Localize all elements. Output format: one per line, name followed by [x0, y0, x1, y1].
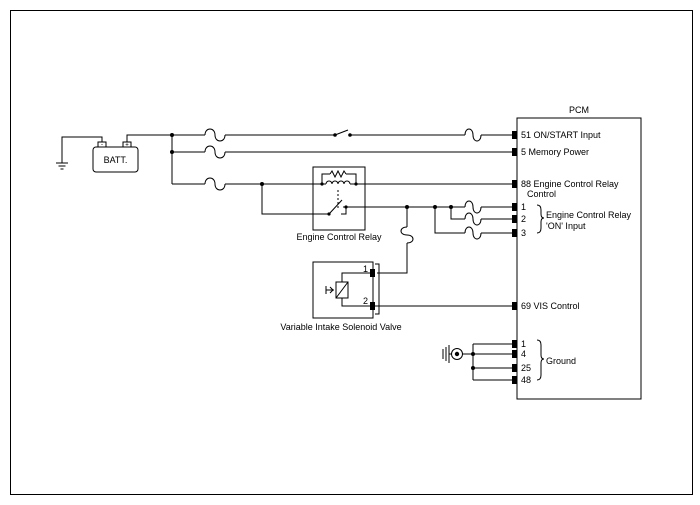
solenoid-valve-label: Variable Intake Solenoid Valve	[280, 322, 401, 332]
fuse-icon	[204, 145, 226, 159]
battery-label: BATT.	[104, 155, 128, 165]
solenoid-pin-1-label: 1	[363, 264, 368, 274]
ecr-on-brace	[536, 204, 545, 234]
solenoid-pin-2-label: 2	[363, 296, 368, 306]
engine-control-relay: Engine Control Relay	[296, 166, 382, 242]
ground-icon	[56, 162, 68, 170]
fuse-icon	[464, 212, 482, 226]
ground-circuit	[442, 340, 517, 384]
fuse-icon	[400, 226, 414, 244]
memory-power-circuit	[172, 145, 517, 159]
resistor-icon	[329, 169, 347, 179]
battery-ground-wire	[61, 136, 103, 163]
on-start-circuit	[172, 128, 517, 142]
fuse-icon	[204, 177, 226, 191]
chassis-ground-icon	[442, 345, 463, 363]
svg-text:+: +	[125, 143, 129, 149]
relay-output-circuit	[346, 200, 517, 274]
fuse-icon	[464, 200, 482, 214]
engine-control-relay-label: Engine Control Relay	[296, 232, 382, 242]
terminal-memory-power-label: 5 Memory Power	[521, 147, 589, 157]
relay-coil-icon	[325, 180, 351, 185]
fuse-icon	[464, 226, 482, 240]
pcm-title: PCM	[569, 105, 589, 115]
terminal-ecr-control-label-2: Control	[527, 189, 556, 199]
terminal-gnd-4-label: 4	[521, 349, 526, 359]
terminal-ecr-on-2-label: 2	[521, 214, 526, 224]
ecr-on-group-label: Engine Control Relay	[546, 210, 632, 220]
terminal-gnd-48-label: 48	[521, 375, 531, 385]
ecr-on-group-label-2: 'ON' Input	[546, 221, 586, 231]
svg-text:-: -	[101, 142, 103, 148]
terminal-on-start-label: 51 ON/START Input	[521, 130, 601, 140]
variable-intake-solenoid-valve: 1 2 Variable Intake Solenoid Valve	[280, 261, 402, 332]
switch-icon	[334, 129, 349, 136]
battery-positive-wire	[126, 134, 172, 142]
terminal-ecr-control-label: 88 Engine Control Relay	[521, 179, 619, 189]
terminal-gnd-25-label: 25	[521, 363, 531, 373]
terminal-ecr-on-1-label: 1	[521, 202, 526, 212]
terminal-gnd-1-label: 1	[521, 339, 526, 349]
ground-group-label: Ground	[546, 356, 576, 366]
terminal-ecr-on-3-label: 3	[521, 228, 526, 238]
diagram-frame	[10, 10, 693, 495]
terminal-vis-control-label: 69 VIS Control	[521, 301, 580, 311]
fuse-icon	[204, 128, 226, 142]
fuse-icon	[464, 128, 482, 142]
relay-feed-circuit	[172, 177, 329, 215]
switch-icon	[328, 199, 343, 215]
ground-brace	[536, 339, 545, 381]
battery: BATT. - +	[92, 141, 139, 173]
pcm-module: PCM 51 ON/START Input 5 Memory Power 88 …	[516, 105, 642, 400]
solenoid-icon	[325, 272, 370, 307]
